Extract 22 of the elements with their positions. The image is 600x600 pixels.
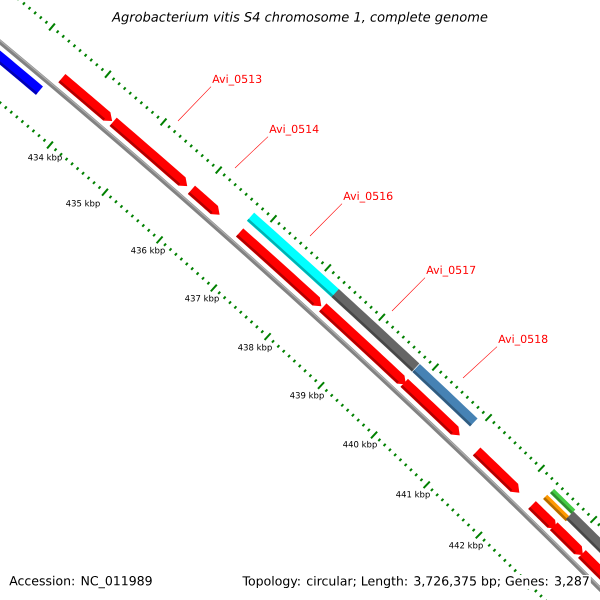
- tick-label: 442 kbp: [449, 542, 483, 550]
- gene-label: Avi_0514: [269, 124, 319, 136]
- title: Agrobacterium vitis S4 chromosome 1, complete genome: [111, 12, 488, 24]
- leader-line: [392, 277, 426, 312]
- tick-label: 441 kbp: [396, 490, 430, 500]
- gene-label: Avi_0517: [426, 266, 476, 276]
- gene-label: Avi_0518: [498, 334, 548, 346]
- tick-label: 434 kbp: [28, 154, 62, 162]
- gene-label: Avi_0513: [212, 74, 262, 86]
- tick-label: 438 kbp: [238, 344, 272, 352]
- tick-label: 439 kbp: [290, 392, 324, 400]
- leader-line: [462, 346, 498, 378]
- gene-label: Avi_0516: [343, 192, 392, 202]
- leader-line: [178, 86, 212, 122]
- tick-label: 436 kbp: [131, 246, 165, 256]
- accession-text: Accession: NC_011989: [9, 576, 152, 588]
- genome-info-text: Topology: circular; Length: 3,726,375 bp; Genes: 3,287: [241, 574, 591, 590]
- leader-line: [310, 203, 342, 236]
- leader-line: [234, 136, 268, 168]
- tick-label: 440 kbp: [343, 440, 377, 450]
- tick-label: 437 kbp: [185, 294, 219, 304]
- tick-label: 435 kbp: [66, 200, 100, 208]
